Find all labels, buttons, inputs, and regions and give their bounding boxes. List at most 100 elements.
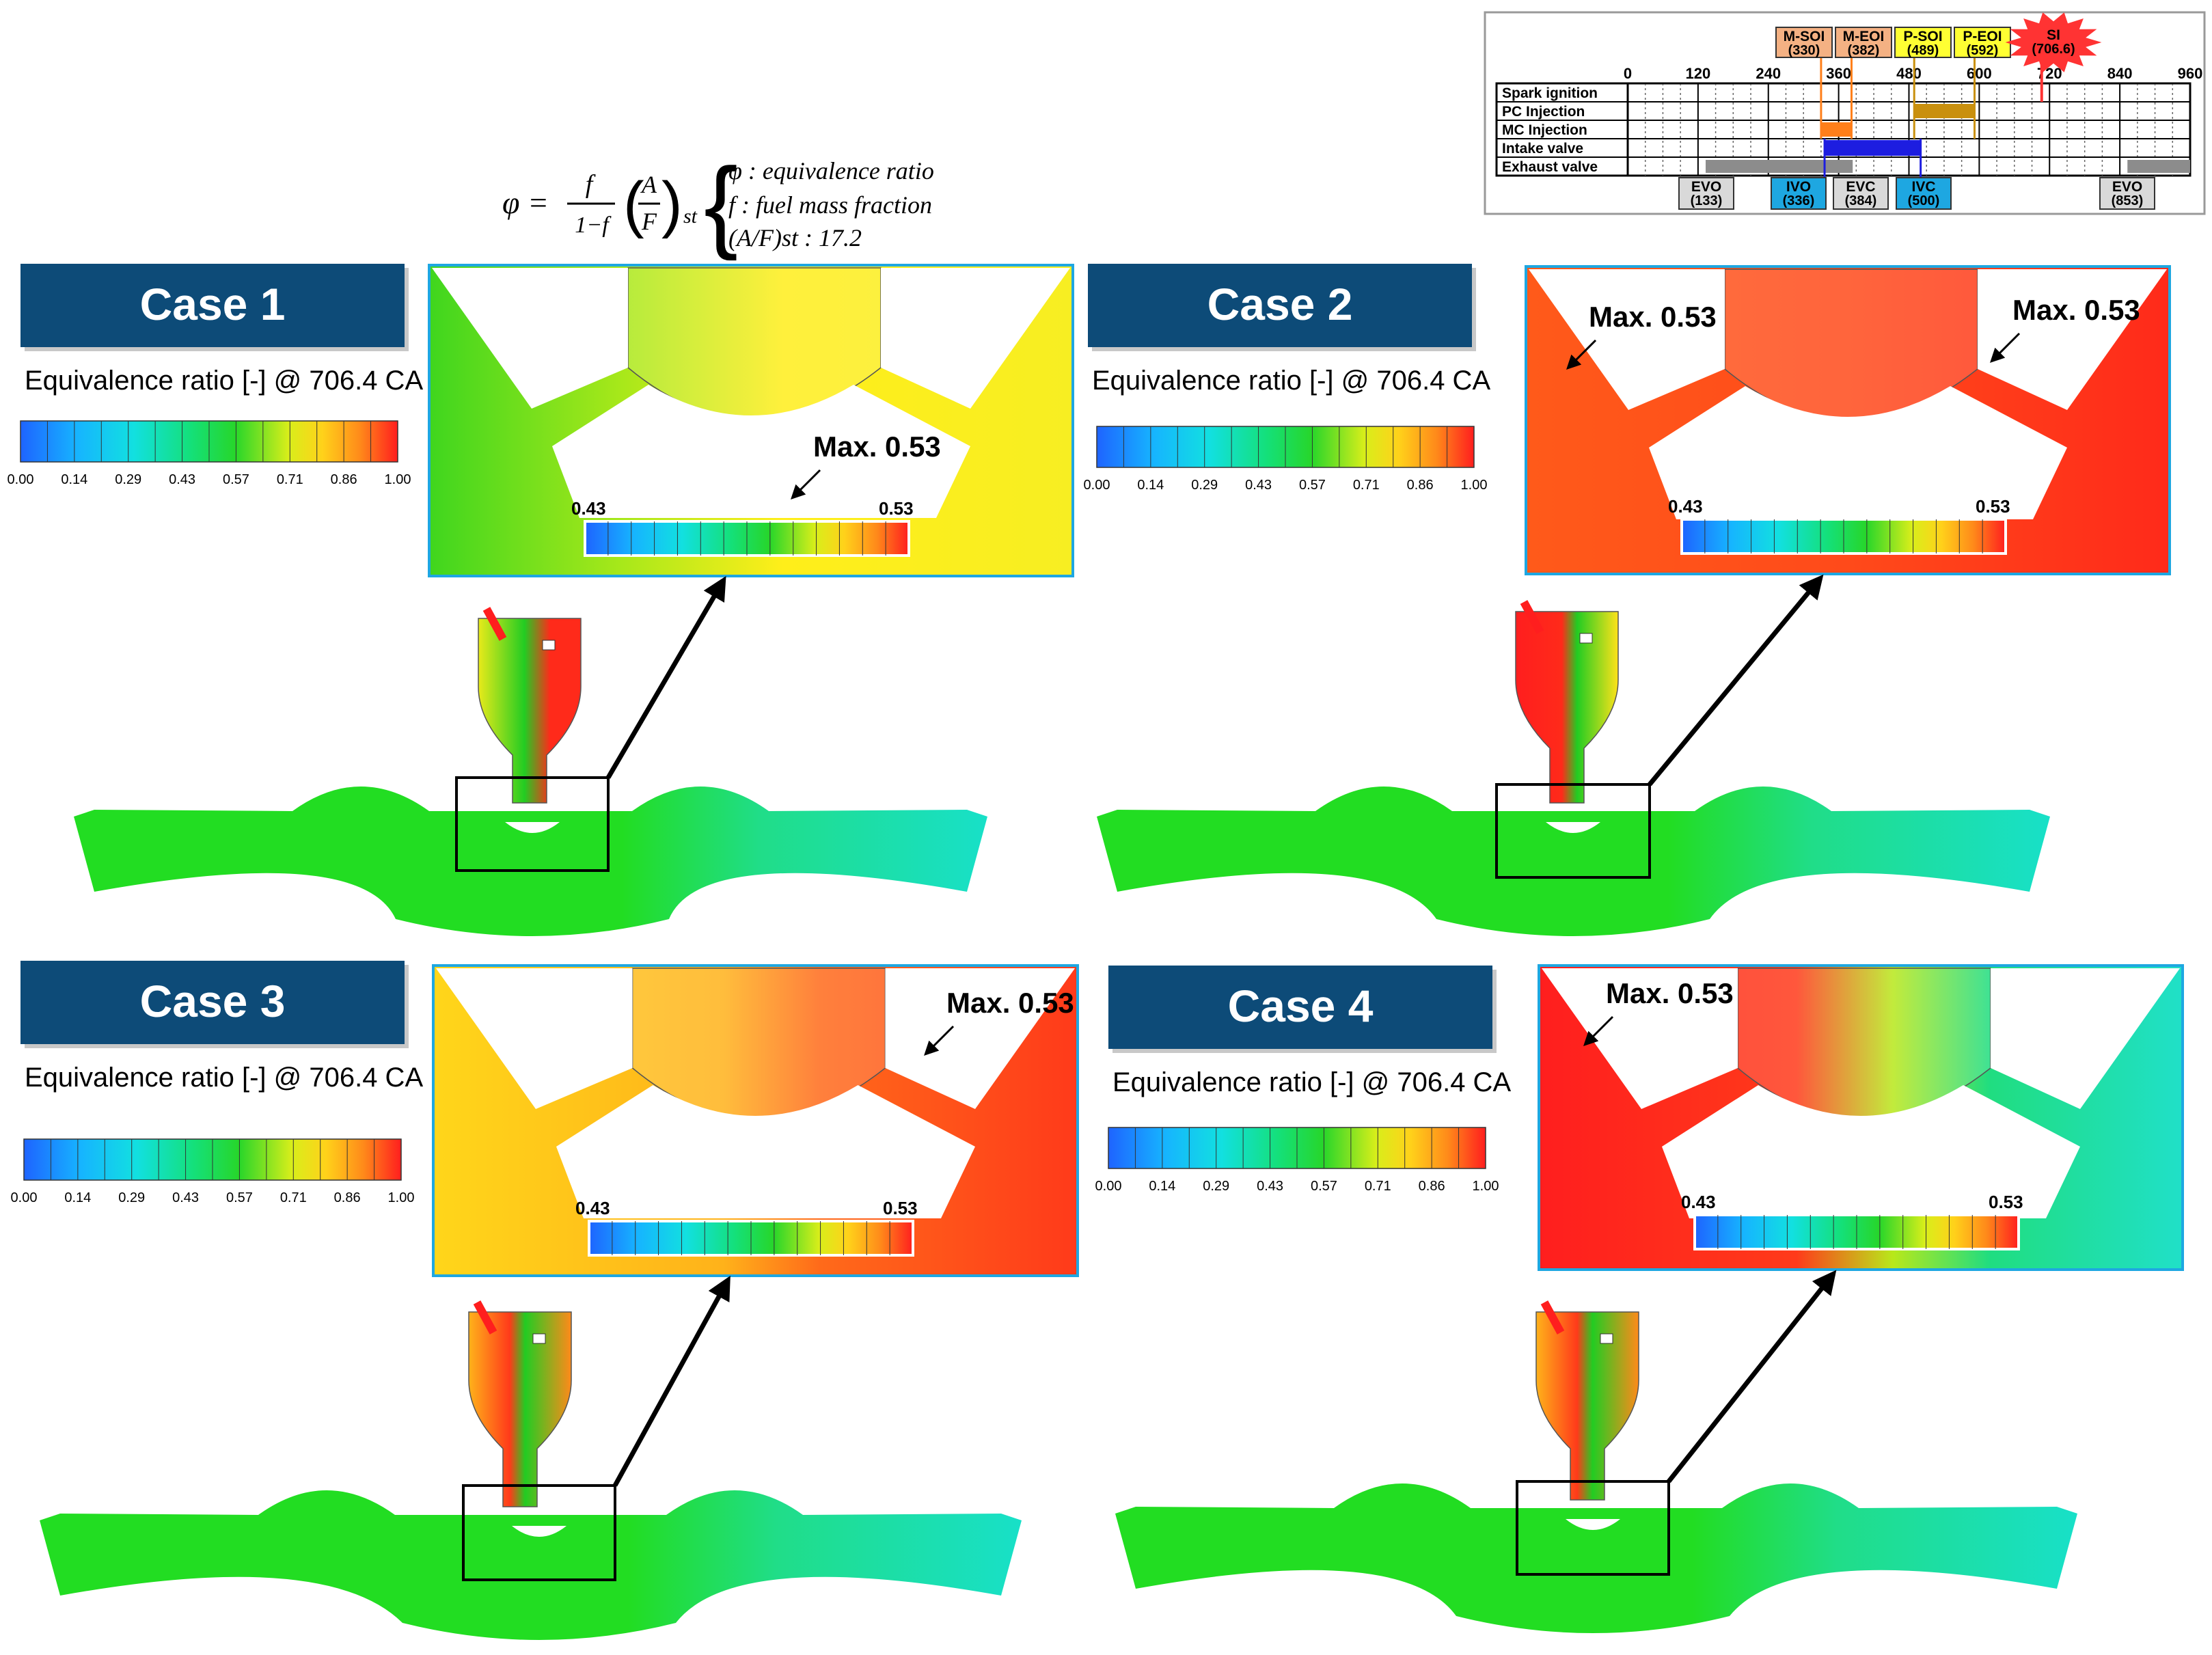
timing-top-events: M-SOI(330)M-EOI(382)P-SOI(489)P-EOI(592)… <box>1775 12 2102 72</box>
colorbar-tick: 0.43 <box>1257 1179 1283 1194</box>
top-event-value: (330) <box>1788 43 1820 58</box>
bottom-event-box <box>1833 177 1889 210</box>
row-label-box <box>1495 82 1629 177</box>
timing-bars <box>1706 27 2190 182</box>
colorbar-tick: 0.86 <box>334 1190 361 1205</box>
prechamber-body <box>1515 611 1619 804</box>
formula-den1: 1−f <box>575 213 612 238</box>
colorbar-tick: 0.57 <box>1311 1179 1337 1194</box>
top-event-name: P-SOI <box>1903 29 1942 44</box>
zoom-arrow <box>1648 574 1824 787</box>
zoom-white-left <box>1542 968 1738 1109</box>
si-event-name: SI <box>2047 27 2060 43</box>
zoom-min-label: 0.43 <box>1681 1192 1716 1212</box>
colorbar-tick: 0.00 <box>8 472 34 487</box>
row-label: MC Injection <box>1502 122 1587 138</box>
bottom-event-box <box>1896 177 1952 210</box>
formula-def-f: f : fuel mass fraction <box>728 191 932 219</box>
zoom-indicator-box <box>455 776 610 872</box>
case-banner <box>21 264 405 347</box>
injector-red <box>473 1300 497 1335</box>
colorbar-tick: 0.71 <box>277 472 303 487</box>
max-label: Max. 0.53 <box>946 987 1074 1019</box>
paren-close: ) <box>661 169 683 239</box>
top-event-box <box>1954 27 2011 58</box>
zoom-white-right <box>881 268 1070 409</box>
timing-bottom-events: EVO(133)IVO(336)EVC(384)IVC(500)EVO(853) <box>1678 177 2155 210</box>
case-panel-3: Case 3 Equivalence ratio [-] @ 706.4 CA 0.… <box>11 961 1079 1640</box>
case-subtitle: Equivalence ratio [-] @ 706.4 CA <box>1112 1067 1511 1097</box>
top-event-box <box>1775 27 1833 58</box>
formula: φ = f 1−f ( A F ) st { φ : equivalence r… <box>502 146 934 261</box>
top-event-box <box>1894 27 1952 58</box>
formula-lhs: φ = <box>502 185 549 220</box>
zoom-arrow <box>1667 1270 1837 1483</box>
prechamber-body <box>478 618 582 804</box>
bottom-event-value: (500) <box>1908 193 1940 208</box>
colorbar-tick: 0.86 <box>1407 478 1434 493</box>
zoom-white-left <box>432 268 628 409</box>
piston-bowl <box>505 822 560 833</box>
axis-tick-label: 120 <box>1686 65 1711 82</box>
zoom-white-right <box>885 968 1075 1109</box>
case-subtitle: Equivalence ratio [-] @ 706.4 CA <box>25 1063 423 1093</box>
si-event-value: (706.6) <box>2032 42 2075 57</box>
intake-valve-bar <box>1825 140 1921 156</box>
plug-gap <box>542 640 556 651</box>
piston-bowl <box>512 1526 566 1537</box>
colorbar-tick: 0.71 <box>1365 1179 1391 1194</box>
engine-cross-section <box>74 787 987 936</box>
colorbar-tick: 0.43 <box>1245 478 1272 493</box>
bottom-event-name: EVO <box>1691 179 1721 195</box>
zoom-indicator-box <box>462 1484 616 1581</box>
top-event-value: (489) <box>1907 43 1939 58</box>
colorbar-tick: 1.00 <box>388 1190 415 1205</box>
case-subtitle: Equivalence ratio [-] @ 706.4 CA <box>25 366 423 396</box>
prechamber-body <box>468 1311 572 1507</box>
bottom-event-value: (336) <box>1783 193 1815 208</box>
formula-def-phi: φ : equivalence ratio <box>728 157 934 184</box>
case-title: Case 3 <box>140 976 286 1026</box>
formula-def-af: (A/F)st : 17.2 <box>728 224 862 251</box>
max-label: Max. 0.53 <box>1589 301 1717 333</box>
injector-red <box>482 607 507 641</box>
case-subtitle: Equivalence ratio [-] @ 706.4 CA <box>1092 366 1490 396</box>
colorbar-tick: 1.00 <box>385 472 411 487</box>
colorbar-tick: 0.57 <box>226 1190 253 1205</box>
mc-injection-bar <box>1820 122 1852 137</box>
colorbar-tick: 1.00 <box>1461 478 1488 493</box>
colorbar-tick: 1.00 <box>1473 1179 1499 1194</box>
colorbar-tick: 0.43 <box>169 472 195 487</box>
colorbar-tick: 0.29 <box>1203 1179 1229 1194</box>
formula-num2: A <box>640 171 657 198</box>
axis-tick-label: 240 <box>1756 65 1781 82</box>
top-event-box <box>1835 27 1892 58</box>
zoom-white-left <box>436 968 633 1109</box>
axis-tick-label: 0 <box>1624 65 1632 82</box>
zoom-white-right <box>1991 968 2180 1109</box>
zoom-indicator-box <box>1495 783 1651 879</box>
zoom-max-label: 0.53 <box>879 498 914 519</box>
colorbar-tick: 0.00 <box>1084 478 1110 493</box>
colorbar-tick: 0.14 <box>61 472 87 487</box>
bottom-event-name: EVC <box>1846 179 1875 195</box>
zoom-min-label: 0.43 <box>1668 496 1703 517</box>
zoom-min-label: 0.43 <box>571 498 606 519</box>
bottom-event-name: IVO <box>1786 179 1811 195</box>
colorbar-tick: 0.00 <box>1095 1179 1122 1194</box>
axis-tick-label: 840 <box>2107 65 2133 82</box>
colorbar-tick: 0.29 <box>118 1190 145 1205</box>
row-label: Exhaust valve <box>1502 159 1598 175</box>
colorbar-tick: 0.29 <box>1191 478 1218 493</box>
colorbar-tick: 0.14 <box>64 1190 91 1205</box>
zoom-arrow <box>612 1275 730 1487</box>
zoom-arrow <box>605 575 726 779</box>
colorbar-tick: 0.57 <box>1299 478 1326 493</box>
plug-gap <box>1600 1333 1613 1344</box>
top-event-name: M-SOI <box>1784 29 1825 44</box>
